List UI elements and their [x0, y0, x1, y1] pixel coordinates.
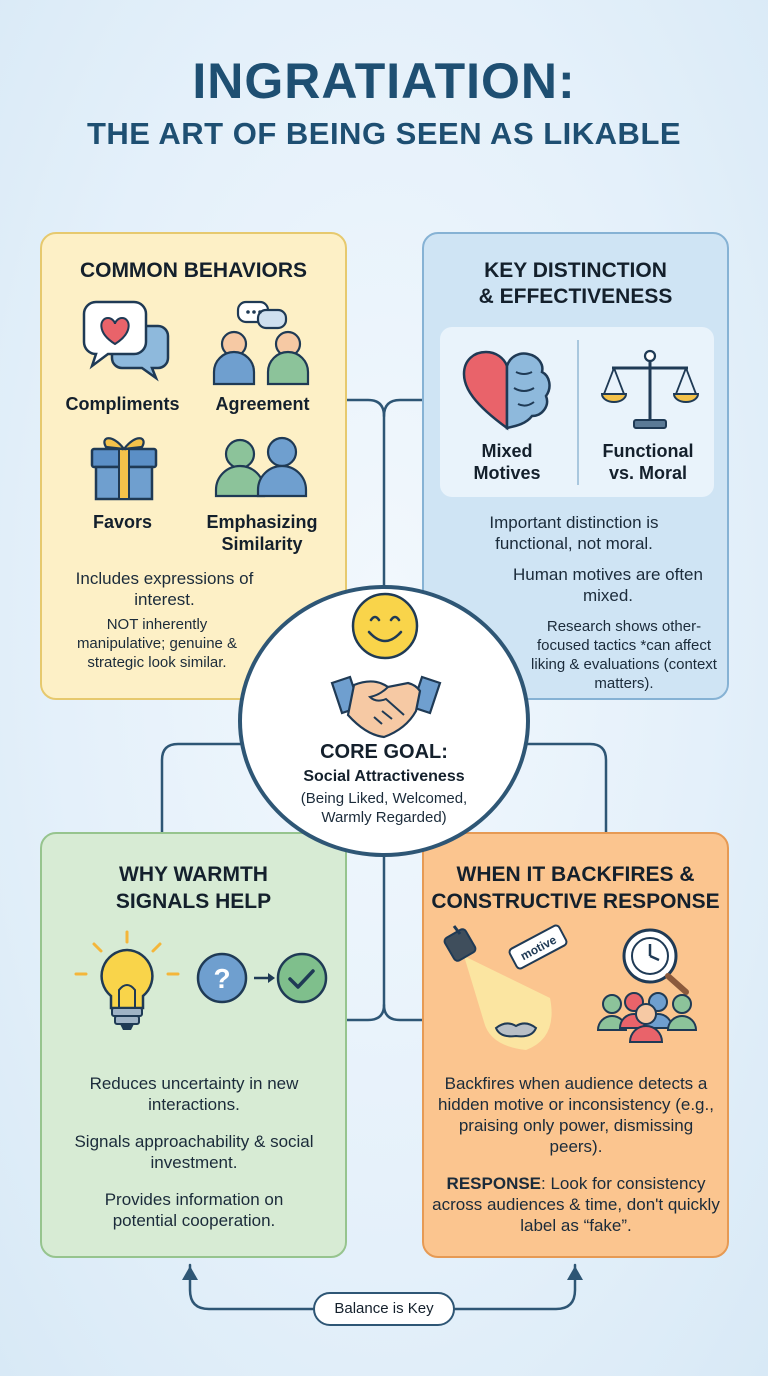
mixed-motives-label-line2: Motives	[473, 463, 541, 483]
distinction-note-research: Research shows other-focused tactics *ca…	[531, 618, 717, 692]
common-behaviors-heading: COMMON BEHAVIORS	[79, 259, 308, 282]
backfires-panel: WHEN IT BACKFIRES & CONSTRUCTIVE RESPONS…	[422, 832, 729, 1258]
behavior-agreement: Agreement	[215, 394, 310, 414]
distinction-note-mixed: Human motives are often mixed.	[513, 565, 703, 605]
magnifier-clock-group-icon	[596, 928, 698, 1043]
response-text: : Look for consistency across audiences …	[432, 1174, 720, 1235]
functional-moral-label-line2: vs. Moral	[608, 463, 688, 483]
key-distinction-heading-line1: KEY DISTINCTION	[484, 259, 667, 282]
mixed-motives-label-line1: Mixed	[481, 441, 533, 461]
backfires-note-detection: Backfires when audience detects a hidden…	[438, 1074, 714, 1156]
core-goal-detail: (Being Liked, Welcomed, Warmly Regarded)	[300, 790, 468, 826]
smiley-face-icon	[351, 592, 419, 660]
behavior-favors: Favors	[92, 512, 153, 532]
backfires-heading-line2: CONSTRUCTIVE RESPONSE	[431, 890, 720, 913]
warmth-heading-line2: SIGNALS HELP	[115, 890, 272, 913]
distinction-note-functional: Important distinction is functional, not…	[489, 513, 659, 553]
lightbulb-icon	[74, 930, 180, 1030]
main-title: INGRATIATION:	[192, 53, 576, 109]
warmth-note-approachability: Signals approachability & social investm…	[74, 1132, 314, 1172]
core-goal-subheading: Social Attractiveness	[303, 768, 465, 785]
core-goal-heading: CORE GOAL:	[320, 741, 448, 763]
two-people-icon	[214, 436, 308, 498]
backfires-heading-line1: WHEN IT BACKFIRES &	[456, 863, 695, 886]
behaviors-note-manipulative: NOT inherently manipulative; genuine & s…	[76, 616, 238, 671]
spotlight-mask-icon: motive	[443, 924, 568, 1050]
svg-text:?: ?	[213, 963, 230, 994]
functional-moral-label-line1: Functional	[602, 441, 694, 461]
scales-icon	[600, 349, 700, 429]
warmth-note-uncertainty: Reduces uncertainty in new interactions.	[89, 1074, 299, 1114]
key-distinction-heading-line2: & EFFECTIVENESS	[478, 285, 673, 308]
behavior-compliments: Compliments	[65, 394, 180, 414]
heart-brain-icon	[462, 350, 551, 431]
warmth-note-cooperation: Provides information on potential cooper…	[104, 1190, 284, 1230]
handshake-icon	[330, 675, 442, 739]
behaviors-note-interest: Includes expressions of interest.	[75, 569, 254, 609]
gift-icon	[90, 437, 158, 501]
balance-is-key-badge: Balance is Key	[313, 1292, 455, 1326]
behavior-emphasizing-similarity: Emphasizing Similarity	[206, 512, 318, 554]
people-chat-icon	[212, 300, 310, 386]
main-subtitle: THE ART OF BEING SEEN AS LIKABLE	[86, 116, 682, 151]
question-to-check-icon: ?	[196, 952, 328, 1004]
response-label: RESPONSE	[446, 1174, 542, 1193]
distinction-divider	[577, 340, 579, 485]
heart-speech-bubble-icon	[82, 300, 170, 382]
warmth-heading-line1: WHY WARMTH	[119, 863, 268, 886]
backfires-response: RESPONSE: Look for consistency across au…	[430, 1173, 722, 1236]
warmth-signals-panel: WHY WARMTH SIGNALS HELP	[40, 832, 347, 1258]
